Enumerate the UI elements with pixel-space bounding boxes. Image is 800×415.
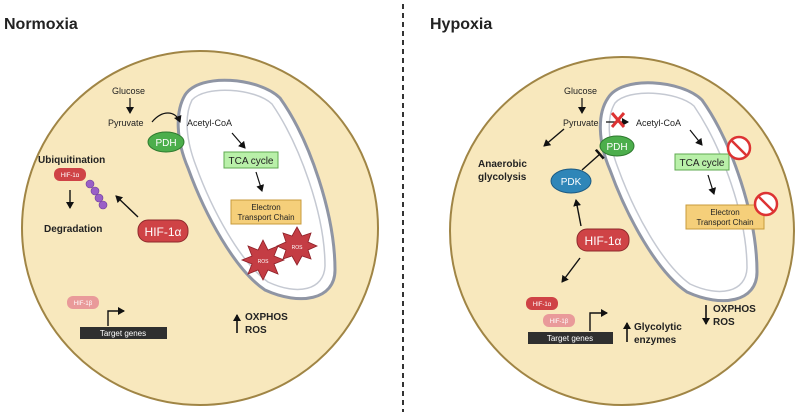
normoxia-acetylcoa-arrow [231,132,246,149]
hypoxia-etc-box [685,204,765,230]
normoxia-etc-line1: Electron [251,203,280,212]
normoxia-transcription-start-arrow [107,307,125,326]
normoxia-pdh-enzyme [147,131,185,153]
normoxia-hif1a-to-ubiquitin-arrow [115,195,139,218]
normoxia-ros-burst-2: ROS [276,226,318,266]
normoxia-ros-label: ROS [245,325,267,336]
normoxia-tca-arrow [255,171,265,192]
hypoxia-acetylcoa-arrow [689,129,703,146]
hypoxia-oxphos-label: OXPHOS [713,304,756,315]
normoxia-hif1a [137,219,189,243]
normoxia-target-genes-bar [80,327,167,339]
hypoxia-anaerobic-line2: glycolysis [478,172,527,183]
normoxia-etc-line2: Transport Chain [237,213,294,222]
hypoxia-hif1a-to-nucleus-arrow [561,257,581,283]
normoxia-pyruvate-arrow [151,112,182,123]
hypoxia-etc-line1: Electron [710,208,739,217]
normoxia-panel: Normoxia Glucose Pyruvate Acetyl-CoA PDH… [4,16,379,406]
normoxia-ros-burst-1-label: ROS [258,259,270,265]
hypoxia-anaerobic-arrow [543,128,565,147]
normoxia-hif1b-label: HIF-1β [74,301,93,307]
hypoxia-anaerobic-line1: Anaerobic [478,159,527,170]
normoxia-hif1a-small-label: HIF-1α [61,173,80,179]
hypoxia-glycolytic-line2: enzymes [634,335,677,346]
hypoxia-pdk-enzyme [550,168,592,194]
hypoxia-hif1a-label: HIF-1α [585,234,622,248]
hypoxia-title: Hypoxia [430,16,492,33]
hypoxia-target-genes-label: Target genes [547,334,593,343]
hypoxia-pdh-enzyme [599,135,635,157]
ubiquitin-chain [85,179,108,210]
hypoxia-block-x-icon [610,112,626,128]
normoxia-acetylcoa-label: Acetyl-CoA [187,118,232,128]
normoxia-hif1b [67,296,99,309]
hypoxia-target-genes-bar [528,332,613,344]
hypoxia-etc-blocked-icon [753,191,779,217]
hypoxia-pdk-label: PDK [561,177,582,188]
normoxia-ubiquitination-label: Ubiquitination [38,155,105,166]
hypoxia-hif1a-to-pdk-arrow [573,199,582,227]
hypoxia-panel: Hypoxia Glucose Pyruvate Acetyl-CoA PDH … [430,16,795,406]
normoxia-target-genes-label: Target genes [100,329,146,338]
normoxia-tca-box [223,151,279,169]
hypoxia-glycolytic-line1: Glycolytic [634,322,682,333]
normoxia-tca-label: TCA cycle [228,156,273,167]
normoxia-oxphos-label: OXPHOS [245,312,288,323]
hypoxia-pdh-label: PDH [606,142,627,153]
hypoxia-hif1a-small-label: HIF-1α [533,302,552,308]
hypoxia-tca-box [674,153,730,171]
hypoxia-hif1b [543,314,575,327]
hypoxia-pyruvate-label: Pyruvate [563,118,599,128]
normoxia-pyruvate-label: Pyruvate [108,118,144,128]
normoxia-hif1a-small [54,168,86,181]
hypoxia-acetylcoa-label: Acetyl-CoA [636,118,681,128]
hypoxia-tca-blocked-icon [726,135,752,161]
hypoxia-hif1a [576,228,630,252]
hypoxia-pdk-inhibits-pdh [581,148,605,171]
normoxia-etc-box [230,199,302,225]
hypoxia-hif1b-label: HIF-1β [550,319,569,325]
hypoxia-tca-label: TCA cycle [679,158,724,169]
normoxia-hif1a-label: HIF-1α [145,225,182,239]
normoxia-degradation-label: Degradation [44,224,102,235]
normoxia-title: Normoxia [4,16,78,33]
hypoxia-etc-line2: Transport Chain [696,218,753,227]
hypoxia-hif1a-small [526,297,558,310]
hypoxia-transcription-start-arrow [589,309,608,331]
normoxia-pdh-label: PDH [155,138,176,149]
hypoxia-tca-arrow [707,174,717,195]
hypoxia-mitochondrion [598,81,759,303]
hypoxia-glucose-label: Glucose [564,86,597,96]
normoxia-ros-burst-1: ROS [240,239,286,281]
hypoxia-ros-label: ROS [713,317,735,328]
normoxia-ros-burst-2-label: ROS [292,245,304,251]
normoxia-glucose-label: Glucose [112,86,145,96]
